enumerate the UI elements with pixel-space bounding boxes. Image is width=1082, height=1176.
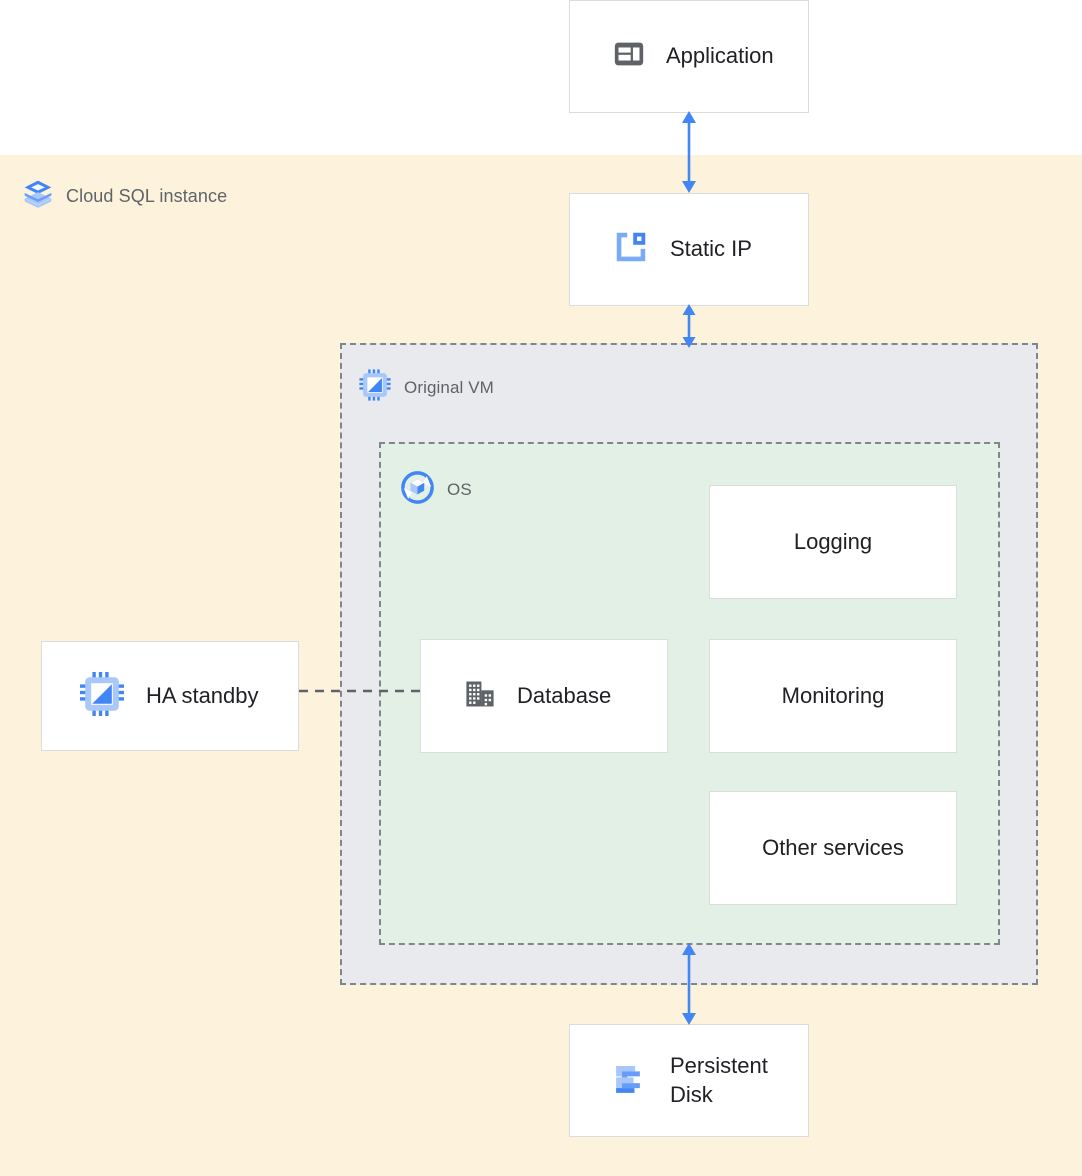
connector-ha-standby-to-database <box>299 688 423 694</box>
connector-os-to-persistent-disk <box>669 942 709 1026</box>
application-layout-icon <box>612 37 646 76</box>
node-application[interactable]: Application <box>569 0 809 113</box>
node-persistent-disk[interactable]: Persistent Disk <box>569 1024 809 1137</box>
node-ha-standby[interactable]: HA standby <box>41 641 299 751</box>
connector-static-ip-to-original-vm <box>669 303 709 349</box>
node-label-other-services: Other services <box>762 834 904 860</box>
zone-label-original-vm: Original VM <box>404 377 494 397</box>
static-ip-square-icon <box>612 228 650 271</box>
node-label-database: Database <box>517 682 612 708</box>
cpu-chip-icon <box>78 670 126 723</box>
node-label-application: Application <box>666 43 774 69</box>
node-database[interactable]: Database <box>420 639 668 753</box>
node-label-ha-standby: HA standby <box>146 682 259 708</box>
persistent-disk-steps-icon <box>612 1059 650 1102</box>
database-building-icon <box>463 677 497 716</box>
node-label-persistent-disk: Persistent Disk <box>670 1053 768 1107</box>
node-other-services[interactable]: Other services <box>709 791 957 905</box>
cloud-sql-layers-icon <box>22 178 54 215</box>
zone-label-cloud-sql-instance: Cloud SQL instance <box>66 186 228 206</box>
node-monitoring[interactable]: Monitoring <box>709 639 957 753</box>
node-label-static-ip: Static IP <box>670 236 752 262</box>
zone-label-os: OS <box>447 480 472 499</box>
node-static-ip[interactable]: Static IP <box>569 193 809 306</box>
cpu-chip-icon <box>358 368 392 407</box>
zone-header-cloud-sql-instance: Cloud SQL instance <box>22 178 227 215</box>
node-label-monitoring: Monitoring <box>781 682 885 708</box>
node-label-logging: Logging <box>793 528 873 554</box>
node-logging[interactable]: Logging <box>709 485 957 599</box>
zone-header-original-vm: Original VM <box>358 368 494 407</box>
connector-application-to-static-ip <box>669 110 709 194</box>
os-cube-circle-icon <box>400 470 435 510</box>
zone-header-os: OS <box>400 470 472 510</box>
